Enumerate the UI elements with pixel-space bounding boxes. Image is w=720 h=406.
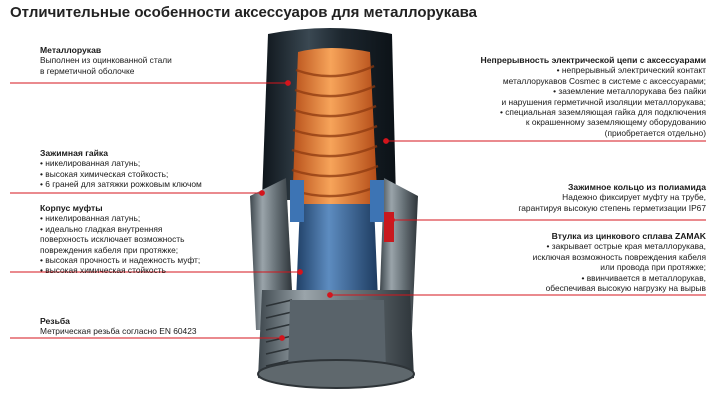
heading: Втулка из цинкового сплава ZAMAK (551, 231, 706, 241)
desc-line: Выполнен из оцинкованной стали (40, 55, 172, 66)
desc-line: в герметичной оболочке (40, 65, 135, 76)
desc-line: • высокая химическая стойкость (40, 265, 166, 276)
desc-line: • идеально гладкая внутренняя (40, 223, 163, 234)
label-thread: Резьба Метрическая резьба согласно EN 60… (40, 316, 197, 337)
desc-line: • непрерывный электрический контакт (556, 65, 706, 76)
desc-line: Метрическая резьба согласно EN 60423 (40, 326, 197, 337)
desc-line: • никелированная латунь; (40, 158, 141, 169)
desc-line: гарантируя высокую степень герметизации … (518, 202, 706, 213)
desc-line: или провода при протяжке; (600, 262, 706, 273)
desc-line: • ввинчивается в металлорукав, (581, 272, 706, 283)
desc-line: • специальная заземляющая гайка для подк… (499, 107, 706, 118)
label-metal-hose: Металлорукав Выполнен из оцинкованной ст… (40, 45, 172, 76)
desc-line: • высокая прочность и надежность муфт; (40, 255, 201, 266)
desc-line: • заземление металлорукава без пайки (553, 86, 706, 97)
label-electrical-continuity: Непрерывность электрической цепи с аксес… (481, 55, 706, 138)
thread-lines (265, 299, 293, 367)
desc-line: • высокая химическая стойкость; (40, 168, 169, 179)
leader-lines (10, 80, 706, 341)
heading: Зажимное кольцо из полиамида (568, 182, 706, 192)
desc-line: • 6 граней для затяжки рожковым ключом (40, 179, 202, 190)
label-coupling-body: Корпус муфты • никелированная латунь; • … (40, 203, 200, 276)
clamp-ring-left (290, 180, 304, 222)
desc-line: и нарушения герметичной изоляции металло… (501, 96, 706, 107)
label-zamak-sleeve: Втулка из цинкового сплава ZAMAK • закры… (533, 231, 706, 293)
label-clamp-nut: Зажимная гайка • никелированная латунь; … (40, 148, 202, 190)
heading: Зажимная гайка (40, 148, 108, 158)
desc-line: исключая возможность повреждения кабеля (532, 251, 706, 262)
desc-line: обеспечивая высокую нагрузку на вырыв (545, 283, 706, 294)
copper-core (292, 48, 378, 210)
desc-line: повреждения кабеля при протяжке; (40, 244, 179, 255)
heading: Непрерывность электрической цепи с аксес… (480, 55, 706, 65)
gasket-red (384, 212, 394, 242)
heading: Металлорукав (40, 45, 102, 55)
desc-line: • никелированная латунь; (40, 213, 141, 224)
bore-opening (257, 359, 415, 389)
thread-inner (288, 300, 386, 376)
zamak-sleeve (296, 204, 378, 300)
desc-line: металлорукавов Cosmec в системе с аксесс… (502, 75, 706, 86)
heading: Резьба (40, 316, 70, 326)
label-polyamide-ring: Зажимное кольцо из полиамида Надежно фик… (518, 182, 706, 213)
desc-line: поверхность исключает возможность (40, 234, 185, 245)
clamp-ring-right (370, 180, 384, 222)
desc-line: к окрашенному заземляющему оборудованию (525, 117, 706, 128)
desc-line: Надежно фиксирует муфту на трубе, (562, 192, 706, 203)
heading: Корпус муфты (40, 203, 103, 213)
desc-line: • закрывает острые края металлорукава, (546, 241, 707, 252)
page-title: Отличительные особенности аксессуаров дл… (10, 4, 478, 21)
desc-line: (приобретается отдельно) (604, 127, 706, 138)
